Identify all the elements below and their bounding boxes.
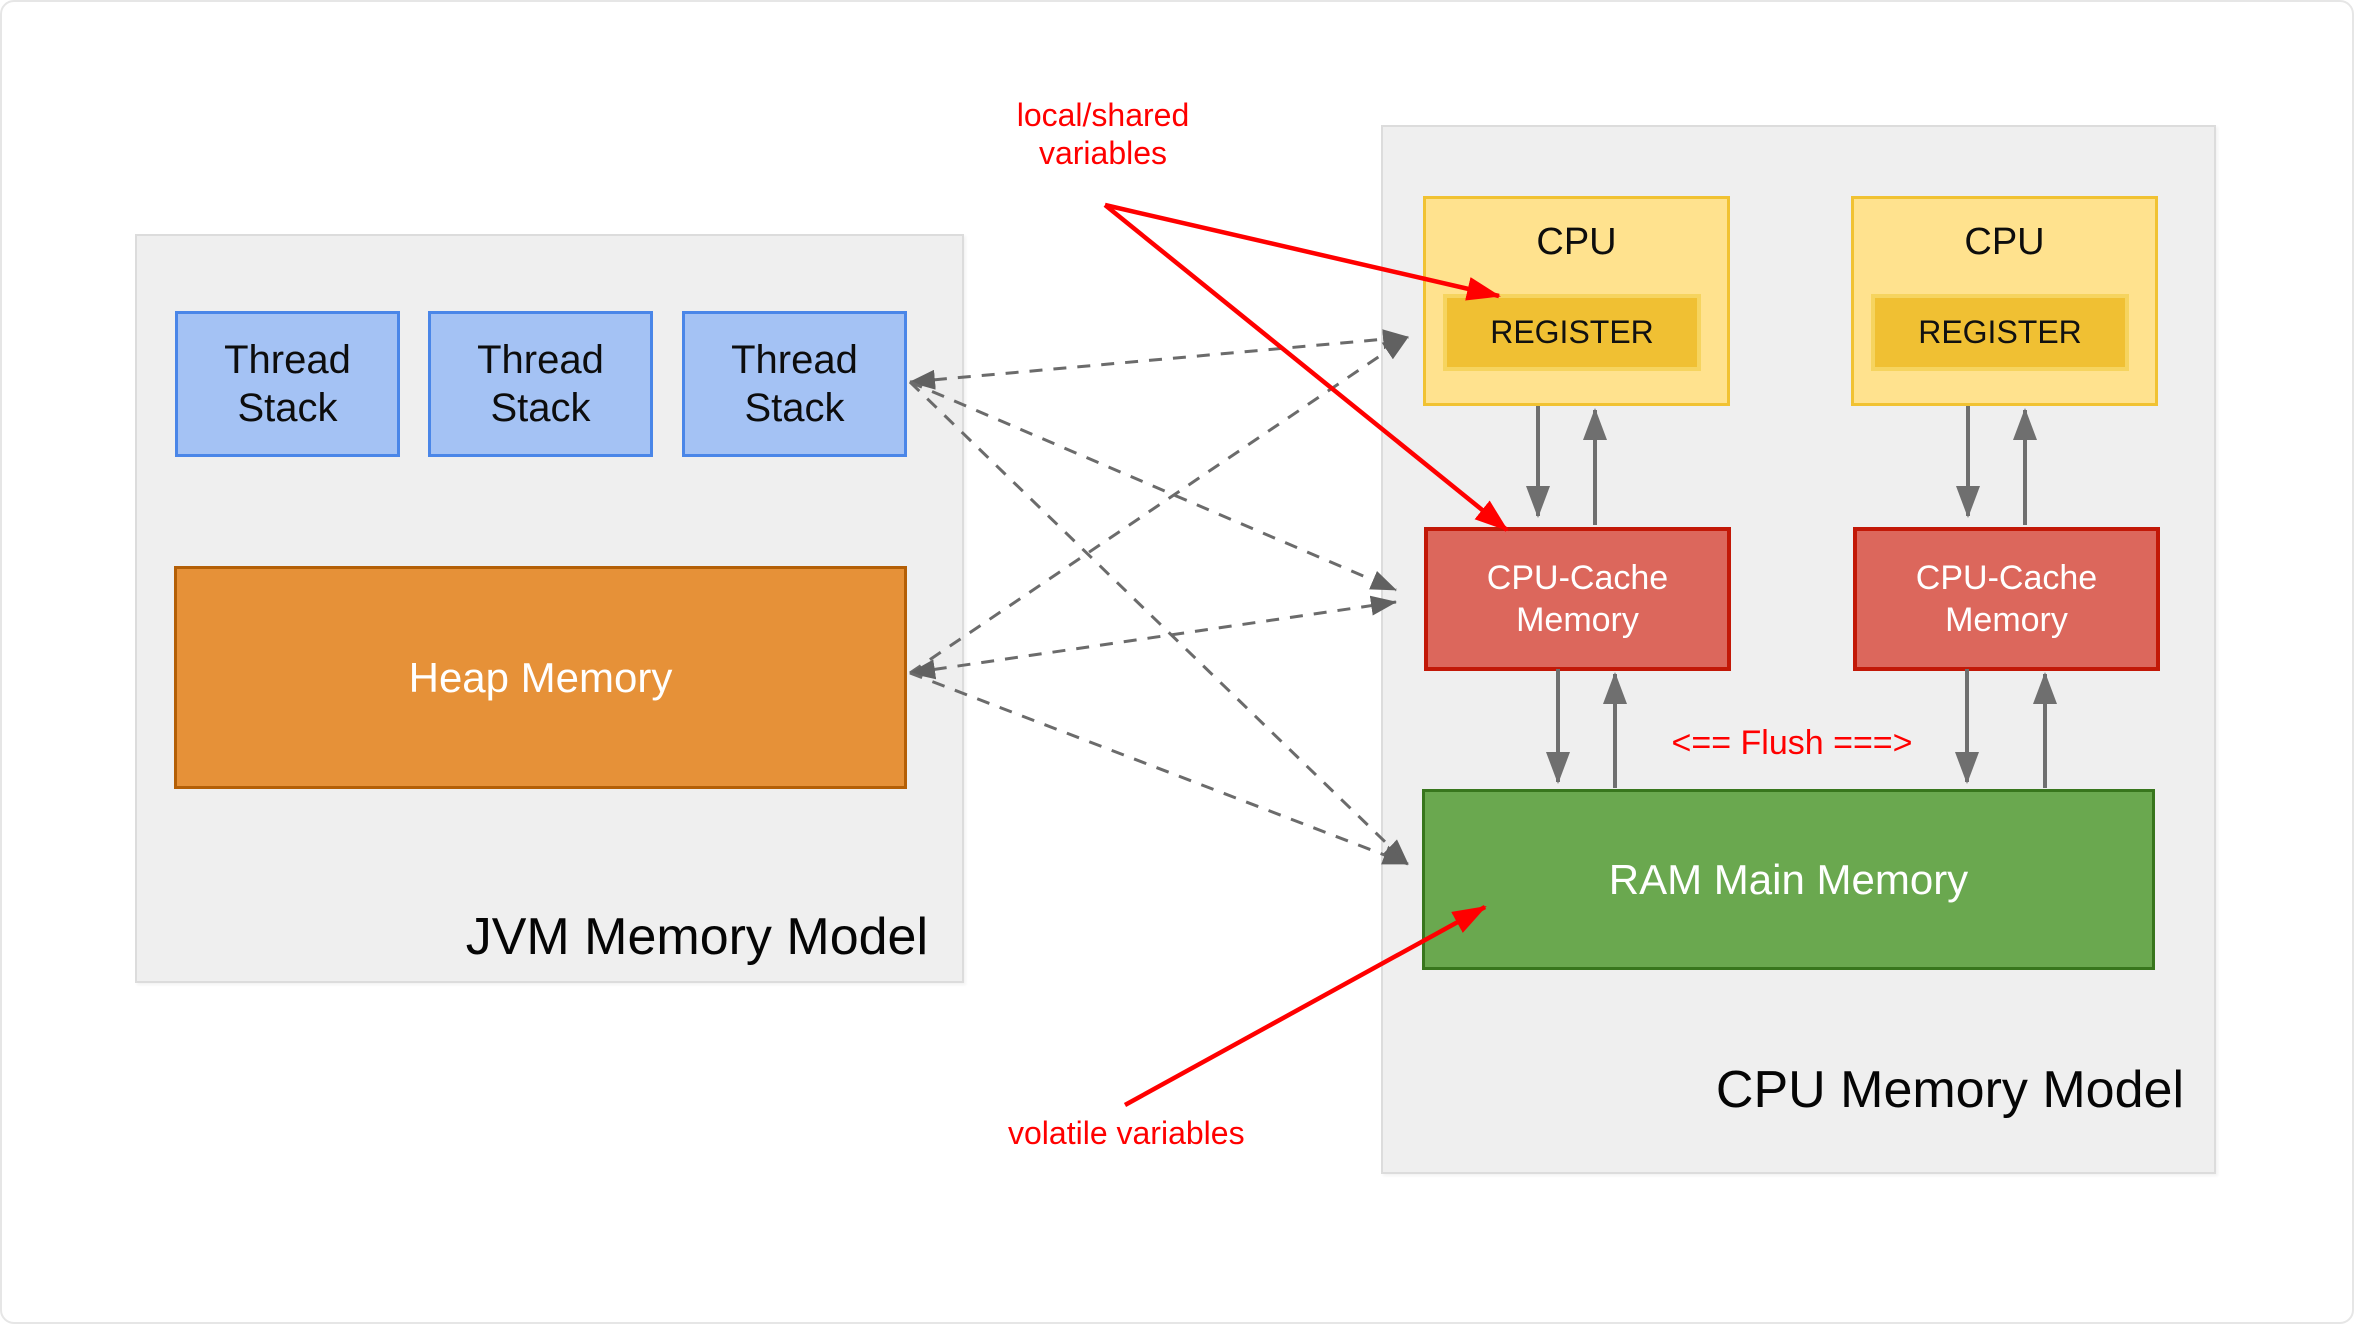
dashed-thread-to-cache [909,380,1397,592]
cpu-memory-model-panel: CPU REGISTER CPU REGISTER CPU-Cache Memo… [1381,125,2216,1174]
cpu-box-1: CPU REGISTER [1423,196,1730,406]
thread-stack-box-2: Thread Stack [428,311,653,457]
volatile-variables-note: volatile variables [1008,1115,1245,1151]
thread-stack-label: Thread Stack [477,338,604,430]
cpu-cache-box-1: CPU-Cache Memory [1424,527,1731,671]
cpu-cache-label: CPU-Cache Memory [1915,559,2098,639]
heap-memory-box: Heap Memory [174,566,907,789]
thread-stack-box-3: Thread Stack [682,311,907,457]
register-label: REGISTER [1918,314,2082,350]
dashed-heap-to-cache [909,595,1397,680]
cpu-cache-box-2: CPU-Cache Memory [1853,527,2160,671]
cpu-label: CPU [1964,221,2045,263]
jvm-memory-model-panel: Thread Stack Thread Stack Thread Stack H… [135,234,964,983]
ram-main-memory-label: RAM Main Memory [1608,855,1969,903]
cpu-panel-title: CPU Memory Model [1715,1061,2184,1119]
jvm-panel-title: JVM Memory Model [465,908,928,966]
thread-stack-box-1: Thread Stack [175,311,400,457]
cpu-box-2: CPU REGISTER [1851,196,2158,406]
register-box-2: REGISTER [1871,294,2129,371]
register-box-1: REGISTER [1443,294,1701,371]
cpu-cache-label: CPU-Cache Memory [1486,559,1669,639]
dashed-heap-to-register [909,335,1409,675]
dashed-heap-to-ram [909,671,1409,866]
dashed-thread-to-ram [908,380,1410,866]
flush-label: <== Flush ===> [1671,724,1913,762]
heap-memory-label: Heap Memory [408,653,673,701]
thread-stack-label: Thread Stack [224,338,351,430]
local-shared-variables-note: local/shared variables [1016,97,1190,171]
thread-stack-label: Thread Stack [731,338,858,430]
dashed-thread-to-register [909,329,1409,390]
ram-main-memory-box: RAM Main Memory [1422,789,2155,970]
cpu-label: CPU [1536,221,1617,263]
register-label: REGISTER [1490,314,1654,350]
